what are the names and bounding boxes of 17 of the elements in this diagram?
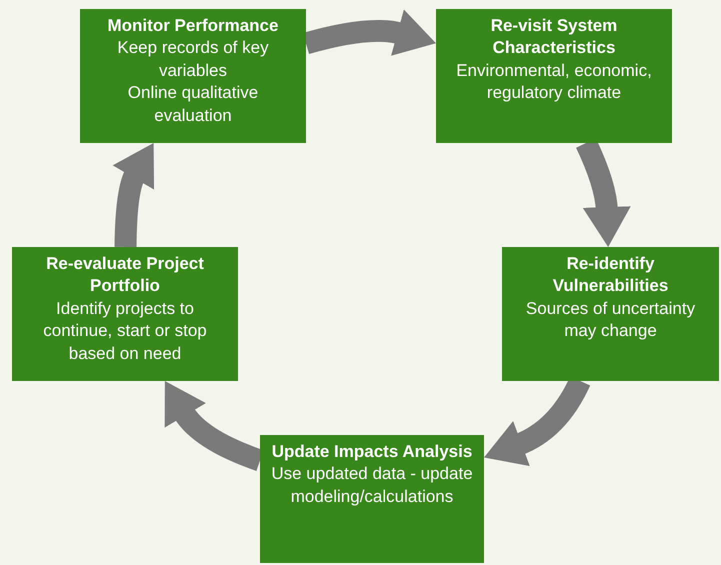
process-box — [260, 435, 484, 563]
process-box — [80, 9, 306, 143]
step-description: Sources of uncertainty may change — [524, 298, 696, 342]
step-description: Keep records of key variables — [116, 37, 270, 82]
step-description: Online qualitative evaluation — [126, 82, 260, 127]
step-title: Monitor Performance — [108, 15, 278, 37]
step-description: Use updated data - update modeling/calculations — [270, 463, 474, 508]
step-description: Identify projects to continue, start or stop based on need — [42, 298, 208, 365]
process-box — [502, 247, 719, 381]
step-title: Re-visit System Characteristics — [490, 15, 618, 60]
step-title: Re-identify Vulnerabilities — [552, 253, 670, 298]
process-box — [12, 247, 238, 381]
step-title: Re-evaluate Project Portfolio — [45, 253, 205, 298]
step-description: Environmental, economic, regulatory climate — [455, 60, 653, 104]
step-title: Update Impacts Analysis — [272, 441, 472, 463]
process-box — [436, 9, 672, 143]
curved-arrow — [112, 142, 155, 248]
